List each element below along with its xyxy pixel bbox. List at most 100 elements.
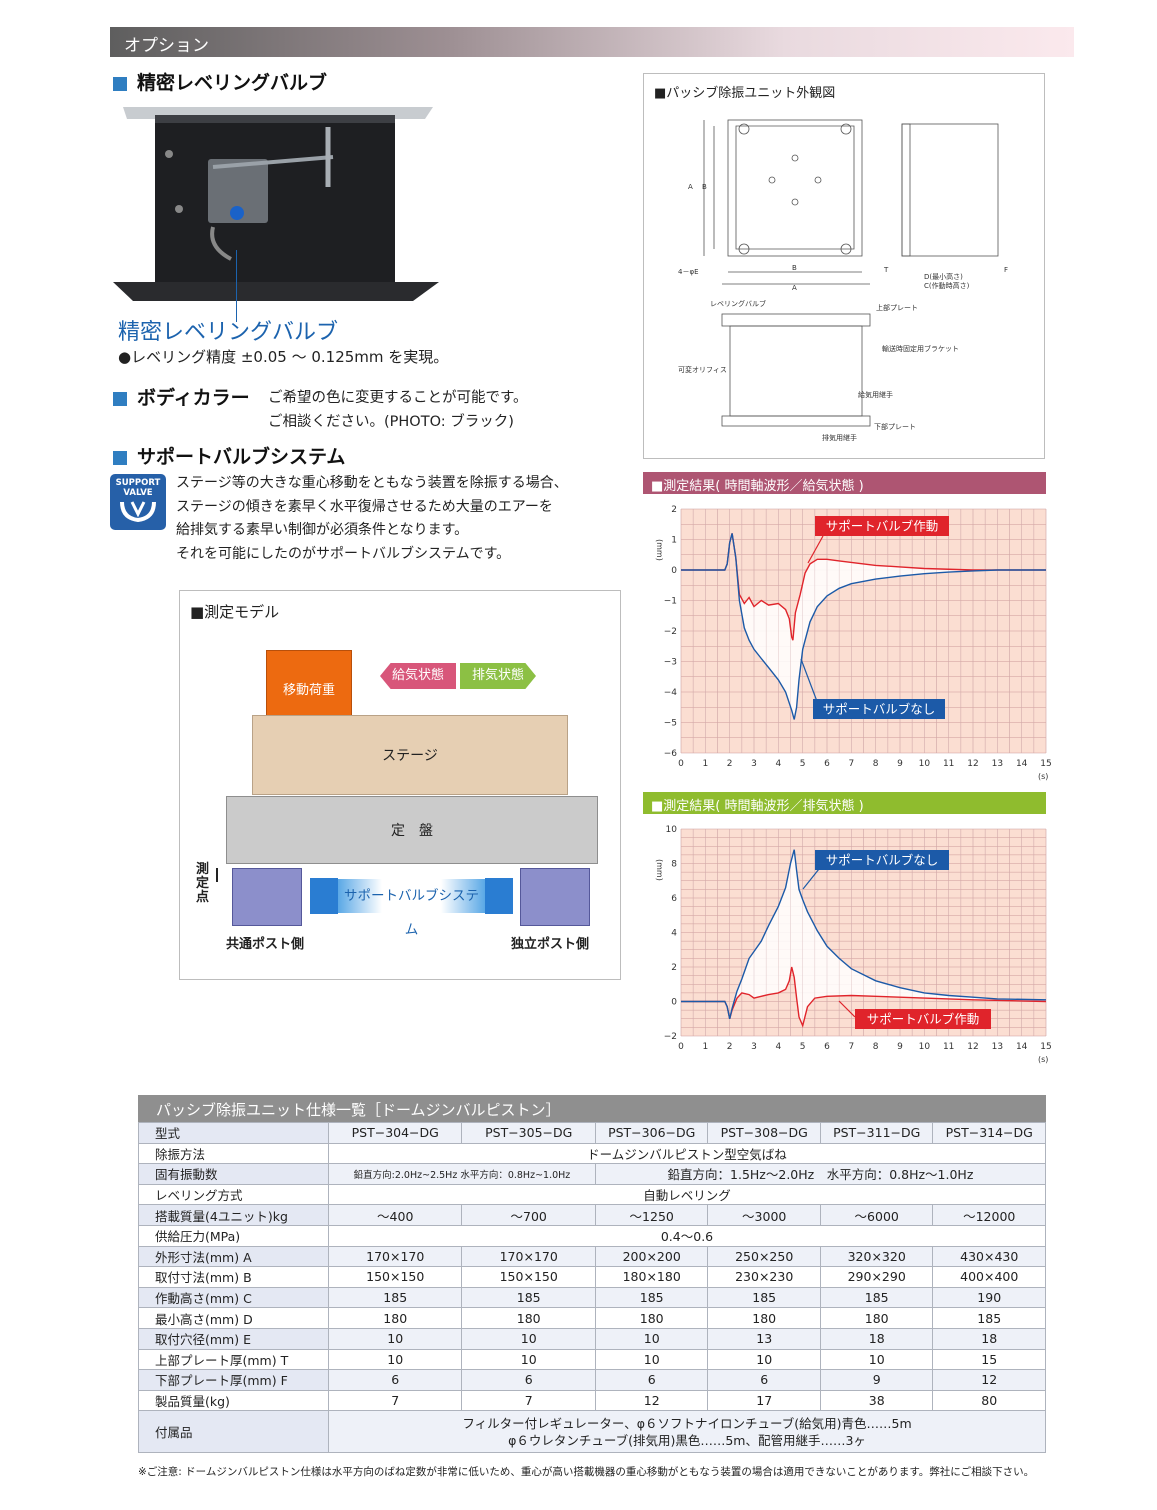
row-label: 最小高さ(mm) D: [138, 1307, 329, 1329]
y-tick-label: −2: [664, 1032, 677, 1042]
footnote: ※ご注意: ドームジンバルピストン仕様は水平方向のばね定数が非常に低いため、重心…: [138, 1466, 1035, 1478]
table-cell: 320×320: [819, 1245, 934, 1268]
table-cell: 185: [707, 1286, 821, 1309]
series-line-0: [681, 966, 1047, 1028]
table-cell: 自動レベリング: [328, 1183, 1046, 1206]
support-paragraph: ステージ等の大きな重心移動をともなう装置を除振する場合、 ステージの傾きを素早く…: [176, 472, 568, 566]
spec-table: 型式 PST−304−DG PST−305−DG PST−306−DG PST−…: [138, 1122, 1047, 1454]
table-cell: 150×150: [461, 1266, 596, 1288]
section-color-title: ボディカラー: [137, 387, 250, 409]
para-line: ステージ等の大きな重心移動をともなう装置を除振する場合、: [176, 475, 568, 491]
x-axis-label: (s): [1038, 1055, 1048, 1064]
para-line: 給排気する素早い制御が必須条件となります。: [176, 522, 469, 538]
y-tick-label: −1: [664, 597, 677, 607]
table-cell: 10: [327, 1348, 463, 1371]
lbl-supply: 給気用継手: [858, 390, 893, 399]
lbl-bracket: 輸送時固定用ブラケット: [882, 344, 959, 353]
support-valve-badge: SUPPORT VALVE: [110, 474, 166, 530]
hands-icon: [120, 501, 156, 523]
x-tick-label: 8: [873, 759, 879, 769]
table-cell: 430×430: [932, 1245, 1046, 1268]
table-cell: 180: [819, 1307, 934, 1329]
x-tick-label: 14: [1016, 1042, 1028, 1052]
x-tick-label: 7: [848, 759, 854, 769]
x-tick-label: 1: [702, 1042, 708, 1052]
badge-line-1: SUPPORT: [115, 478, 161, 488]
y-tick-label: 8: [671, 860, 677, 870]
table-cell: 12: [932, 1369, 1046, 1391]
x-tick-label: 13: [992, 759, 1003, 769]
x-tick-label: 6: [824, 759, 830, 769]
header-cell: PST−304−DG: [327, 1122, 463, 1144]
x-tick-label: 1: [702, 759, 708, 769]
table-cell: 18: [932, 1327, 1046, 1350]
color-text-1: ご希望の色に変更することが可能です。: [268, 390, 528, 406]
table-cell: 鉛直方向:2.0Hz~2.5Hz 水平方向：0.8Hz~1.0Hz: [328, 1163, 596, 1185]
table-cell: 290×290: [819, 1266, 934, 1288]
y-tick-label: −3: [664, 658, 677, 668]
table-row: 供給圧力(MPa)0.4～0.6: [138, 1224, 1046, 1247]
annotation-box: [815, 516, 949, 536]
row-label: 取付寸法(mm) B: [138, 1266, 329, 1288]
row-label: 製品質量(kg): [138, 1389, 329, 1412]
table-cell: 180×180: [594, 1266, 709, 1288]
y-tick-label: −6: [664, 749, 678, 759]
x-tick-label: 3: [751, 759, 757, 769]
dim-b2: B: [792, 264, 797, 272]
annotation-leader: [800, 658, 819, 705]
x-tick-label: 9: [897, 759, 903, 769]
x-tick-label: 5: [800, 759, 806, 769]
table-cell: 230×230: [707, 1266, 821, 1288]
annotation-leader: [807, 535, 824, 564]
series-line-1: [681, 849, 1047, 1019]
y-axis-label: (mm): [655, 539, 664, 561]
y-tick-label: 6: [671, 894, 677, 904]
x-tick-label: 0: [678, 1042, 684, 1052]
right-valve: [485, 878, 513, 914]
table-title: パッシブ除振ユニット仕様一覧［ドームジンバルピストン］: [138, 1095, 1046, 1122]
x-tick-label: 14: [1016, 759, 1028, 769]
header-cell: 型式: [138, 1122, 329, 1144]
annotation-label: サポートバルブ作動: [867, 1012, 980, 1027]
table-cell: ～6000: [819, 1204, 934, 1226]
table-cell: ～12000: [932, 1204, 1046, 1226]
leveling-valve-photo: [113, 107, 439, 301]
dim-c: C(作動時高さ): [924, 281, 970, 290]
lbl-valve: レベリングバルブ: [710, 299, 766, 308]
section-support-heading: サポートバルブシステム: [113, 442, 345, 469]
x-tick-label: 10: [919, 1042, 931, 1052]
table-cell: 15: [932, 1348, 1046, 1371]
dim-e: 4－φE: [678, 268, 699, 276]
leveling-accuracy: ●レベリング精度 ±0.05 ～ 0.125mm を実現。: [118, 348, 449, 366]
left-valve: [310, 878, 338, 914]
y-tick-label: 0: [671, 566, 677, 576]
table-cell: 185: [594, 1286, 709, 1309]
row-label: 供給圧力(MPa): [138, 1224, 329, 1247]
x-tick-label: 5: [800, 1042, 806, 1052]
row-label: レベリング方式: [138, 1183, 329, 1206]
leveling-callout: 精密レベリングバルブ: [118, 320, 339, 345]
table-cell: 10: [594, 1327, 709, 1350]
table-cell: 10: [707, 1348, 821, 1371]
row-label: 外形寸法(mm) A: [138, 1245, 329, 1268]
header-cell: PST−311−DG: [819, 1122, 934, 1144]
table-cell: 10: [461, 1327, 596, 1350]
row-label: 下部プレート厚(mm) F: [138, 1369, 329, 1391]
table-cell: 170×170: [461, 1245, 596, 1268]
accessory-line: フィルター付レギュレーター、φ６ソフトナイロンチューブ(給気用)青色……5m: [462, 1415, 912, 1431]
row-label: 作動高さ(mm) C: [138, 1286, 329, 1309]
y-tick-label: −2: [664, 627, 677, 637]
para-line: ステージの傾きを素早く水平復帰させるため大量のエアーを: [176, 498, 553, 515]
table-cell: ～400: [327, 1204, 463, 1226]
annotation-leader: [802, 863, 824, 890]
x-tick-label: 2: [727, 759, 733, 769]
table-cell: 6: [594, 1369, 709, 1391]
chart2-title: ■測定結果( 時間軸波形／排気状態 ): [643, 792, 1046, 814]
right-post: [520, 868, 590, 926]
